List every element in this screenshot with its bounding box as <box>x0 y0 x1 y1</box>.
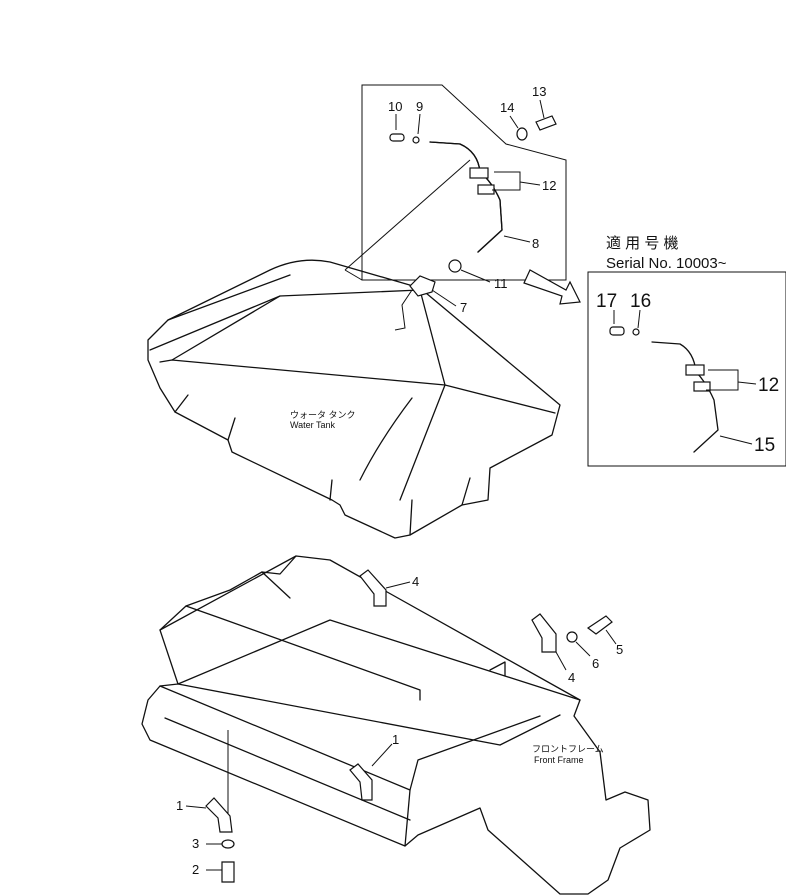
front-frame-label-jp: フロントフレーム <box>532 744 604 754</box>
callout-3: 3 <box>192 836 199 851</box>
callout-4a: 4 <box>412 574 419 589</box>
mount-parts-left <box>185 730 235 883</box>
callout-17: 17 <box>596 291 617 312</box>
callout-1a: 1 <box>176 798 183 813</box>
callout-8: 8 <box>532 236 539 251</box>
water-tank-label-en: Water Tank <box>290 420 336 430</box>
callout-14: 14 <box>500 100 514 115</box>
water-tank: ウォータ タンク Water Tank <box>147 259 561 539</box>
bracket-1-right <box>349 743 393 801</box>
callout-10: 10 <box>388 99 402 114</box>
callout-16: 16 <box>630 291 651 312</box>
callout-5: 5 <box>616 642 623 657</box>
callout-13: 13 <box>532 84 546 99</box>
detail-inset <box>344 84 567 281</box>
callout-4b: 4 <box>568 670 575 685</box>
callout-12b: 12 <box>758 375 779 396</box>
callout-11: 11 <box>494 276 508 291</box>
water-tank-label-jp: ウォータ タンク <box>290 410 356 420</box>
serial-note-jp: 適 用 号 機 <box>606 234 679 252</box>
bracket-parts <box>359 569 617 671</box>
callout-1b: 1 <box>392 732 399 747</box>
serial-inset <box>587 271 786 467</box>
front-frame-label-en: Front Frame <box>534 755 584 765</box>
callout-6: 6 <box>592 656 599 671</box>
callout-12a: 12 <box>542 178 556 193</box>
callout-7: 7 <box>460 300 467 315</box>
callout-15: 15 <box>754 435 775 456</box>
serial-note-en: Serial No. 10003~ <box>606 255 727 272</box>
plug-parts <box>409 259 491 307</box>
callout-2: 2 <box>192 862 199 877</box>
callout-9: 9 <box>416 99 423 114</box>
front-frame: フロントフレーム Front Frame <box>141 555 651 895</box>
